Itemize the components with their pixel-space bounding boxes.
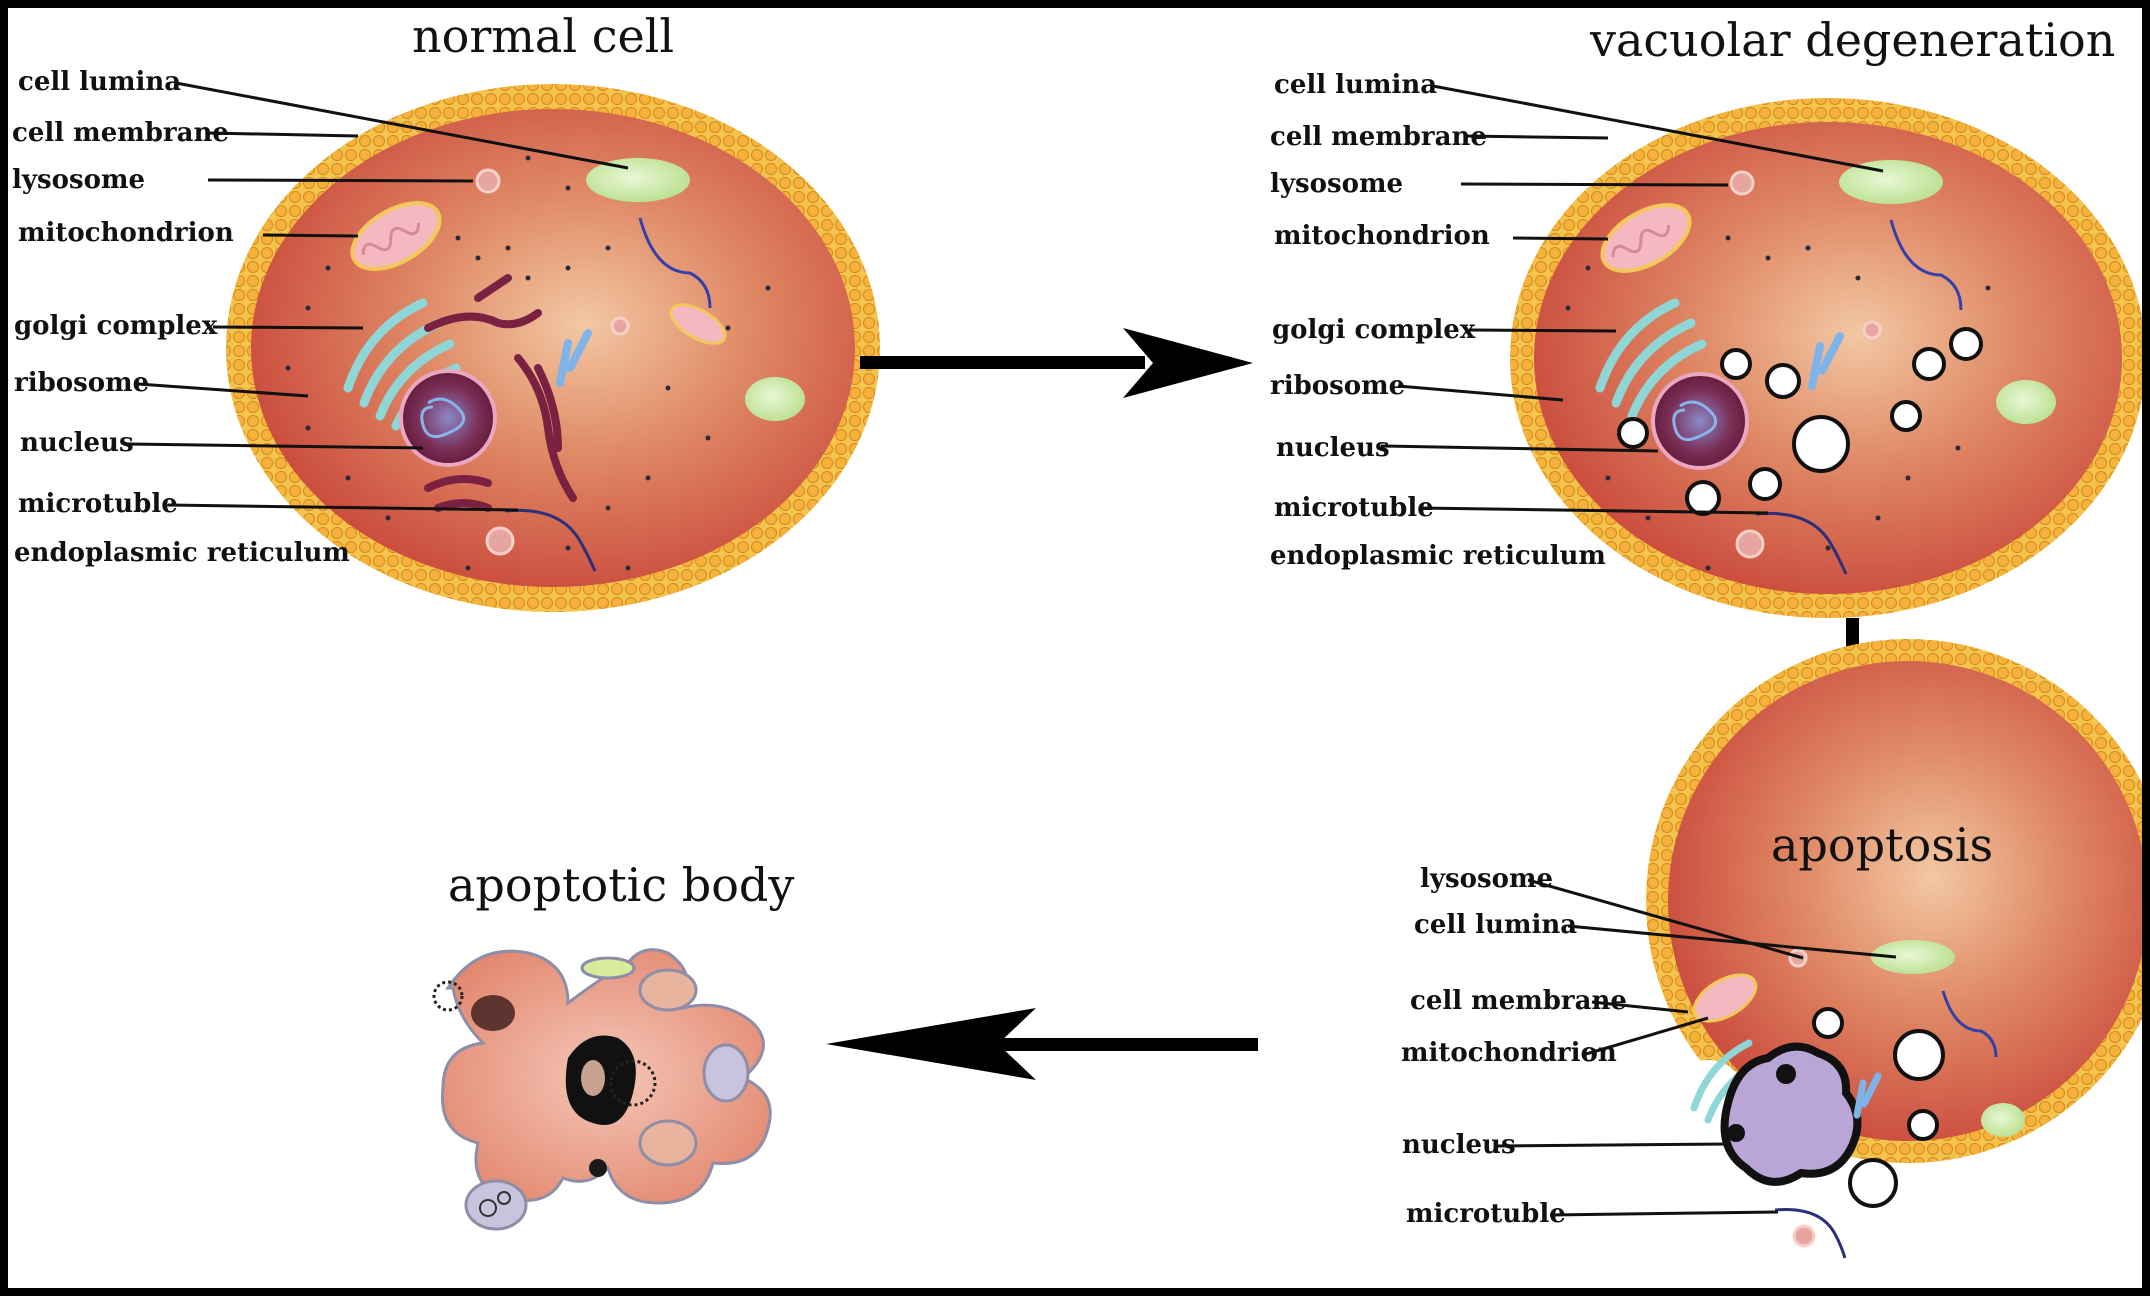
title-apoptotic-body: apoptotic body <box>448 858 794 912</box>
vacuolar-cell: cell lumina cell membrane lysosome mitoc… <box>1270 13 2142 618</box>
vacuolar-label-ribosome: ribosome <box>1270 371 1405 401</box>
vacuolar-label-er: endoplasmic reticulum <box>1270 541 1606 571</box>
normal-endoplasmic-reticulum <box>424 274 577 512</box>
vacuolar-ribosomes <box>1565 235 1991 571</box>
vacuolar-leader-lines <box>1380 84 1884 515</box>
vacuolar-microtubule <box>1755 511 1848 575</box>
normal-lysosome-2 <box>610 316 630 336</box>
normal-nucleus <box>399 369 497 467</box>
vacuolar-lysosome-2 <box>1862 320 1882 340</box>
normal-cell-lumina-2 <box>745 377 805 421</box>
normal-cell-lumina <box>586 158 690 202</box>
normal-label-nucleus: nucleus <box>20 428 134 458</box>
apoptosis-leader-lines <box>1495 878 1897 1217</box>
vacuolar-label-cell-membrane: cell membrane <box>1270 122 1487 152</box>
normal-label-microtuble: microtuble <box>18 489 178 519</box>
apoptosis-label-microtuble: microtuble <box>1406 1199 1566 1229</box>
apoptotic-fragment-2 <box>702 1043 750 1103</box>
normal-chromatin <box>420 397 466 439</box>
normal-microtubule <box>504 508 597 572</box>
apoptosis-cell: lysosome cell lumina cell membrane mitoc… <box>1401 639 2142 1259</box>
normal-label-mitochondrion: mitochondrion <box>18 218 234 248</box>
apoptosis-microtubule <box>1774 1208 1847 1259</box>
normal-lysosome-3 <box>485 526 515 556</box>
arrow-to-apoptotic-body <box>826 1008 1258 1080</box>
normal-label-cell-lumina: cell lumina <box>18 67 181 97</box>
vacuolar-lysosome-3 <box>1735 529 1765 559</box>
normal-microtubule-2 <box>638 217 712 309</box>
apoptosis-label-cell-membrane: cell membrane <box>1410 986 1627 1016</box>
vacuoles <box>1617 327 1983 516</box>
normal-centriole <box>556 329 592 387</box>
apoptosis-nucleus <box>1720 1042 1862 1186</box>
title-normal-cell: normal cell <box>412 9 674 63</box>
normal-mitochondrion-2 <box>669 303 727 345</box>
vacuolar-label-lysosome: lysosome <box>1270 169 1403 199</box>
apoptosis-label-cell-lumina: cell lumina <box>1414 910 1577 940</box>
vacuolar-label-cell-lumina: cell lumina <box>1274 70 1437 100</box>
vacuolar-label-mitochondrion: mitochondrion <box>1274 221 1490 251</box>
normal-ribosomes <box>285 155 771 571</box>
apoptosis-vacuoles <box>1812 1007 1945 1208</box>
vacuolar-mitochondrion <box>1600 203 1692 273</box>
apoptosis-label-mitochondrion: mitochondrion <box>1401 1038 1617 1068</box>
arrow-to-vacuolar <box>860 328 1253 398</box>
apoptosis-label-lysosome: lysosome <box>1420 864 1553 894</box>
vacuolar-golgi-complex <box>1595 298 1707 421</box>
apoptotic-body: apoptotic body <box>432 858 794 1231</box>
normal-label-cell-membrane: cell membrane <box>12 118 229 148</box>
normal-label-lysosome: lysosome <box>12 165 145 195</box>
vacuolar-centriole <box>1808 332 1844 390</box>
vacuolar-cell-lumina-2 <box>1996 380 2056 424</box>
diagram-frame: cell lumina cell membrane lysosome mitoc… <box>8 8 2142 1288</box>
vacuolar-cell-lumina <box>1839 160 1943 204</box>
apoptosis-cell-lumina-2 <box>1981 1103 2025 1137</box>
title-vacuolar-degeneration: vacuolar degeneration <box>1589 13 2115 67</box>
normal-lysosome <box>475 168 501 194</box>
apoptosis-label-nucleus: nucleus <box>1402 1130 1516 1160</box>
vacuolar-lysosome <box>1729 170 1755 196</box>
normal-cell: cell lumina cell membrane lysosome mitoc… <box>12 9 880 612</box>
title-apoptosis: apoptosis <box>1771 818 1993 872</box>
normal-mitochondrion <box>350 201 442 271</box>
vacuolar-label-microtuble: microtuble <box>1274 493 1434 523</box>
apoptosis-cell-lumina <box>1871 940 1955 974</box>
normal-leader-lines <box>127 81 629 512</box>
normal-label-er: endoplasmic reticulum <box>14 538 350 568</box>
normal-label-ribosome: ribosome <box>14 368 149 398</box>
vacuolar-label-golgi: golgi complex <box>1272 315 1476 345</box>
vacuolar-label-nucleus: nucleus <box>1276 433 1390 463</box>
apoptosis-cell-cytoplasm <box>1668 661 2142 1141</box>
vacuolar-nucleus <box>1651 372 1749 470</box>
cell-diagram-svg: cell lumina cell membrane lysosome mitoc… <box>12 9 2142 1259</box>
apoptotic-lumina <box>580 956 636 980</box>
normal-label-golgi: golgi complex <box>14 311 218 341</box>
apoptosis-mitochondrion <box>1692 973 1758 1023</box>
